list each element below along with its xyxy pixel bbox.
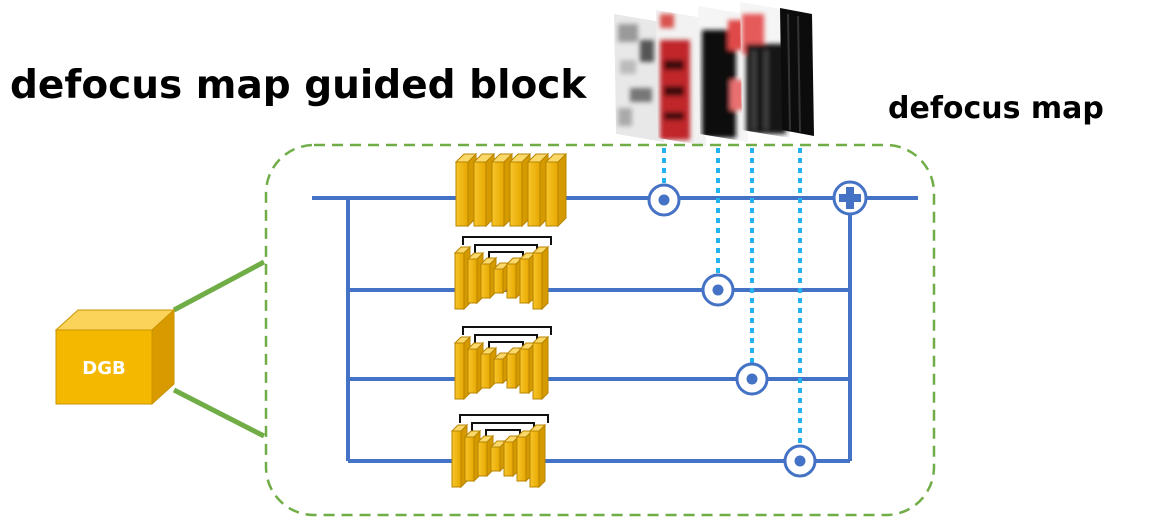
multiply-operator	[735, 362, 769, 396]
connector-line-top	[172, 259, 266, 313]
dgb-label: DGB	[82, 358, 125, 379]
signal-lines	[312, 196, 918, 463]
guidance-lines	[662, 148, 802, 447]
connector-line-bottom	[172, 387, 266, 439]
skip-connection	[459, 414, 549, 423]
multiply-operator	[701, 273, 735, 307]
encoder-decoder-block	[453, 326, 552, 401]
skip-connection	[488, 341, 524, 348]
diagram-title: defocus map guided block	[10, 63, 587, 108]
conv-layer	[528, 423, 547, 489]
defocus-map-slice	[780, 8, 814, 136]
multiply-operator	[647, 183, 681, 217]
defocus-map-stack	[614, 2, 814, 146]
conv-layer	[472, 152, 496, 228]
conv-layer	[508, 152, 532, 228]
conv-layer	[531, 245, 550, 311]
encoder-decoder-block	[453, 236, 552, 311]
conv-layer	[544, 152, 568, 228]
skip-connection	[462, 326, 552, 335]
skip-connection	[462, 236, 552, 245]
dgb-cube: DGB	[54, 308, 176, 406]
defocus-map-slice	[740, 2, 790, 138]
defocus-map-slice	[656, 10, 706, 146]
defocus-map-slice	[698, 6, 748, 142]
skip-connection	[488, 251, 524, 258]
conv-layer	[454, 152, 478, 228]
conv-layer	[531, 335, 550, 401]
encoder-decoder-block	[450, 414, 549, 489]
defocus-map-label: defocus map	[888, 91, 1104, 126]
dgb-detail-container	[264, 143, 936, 517]
add-operator	[832, 180, 868, 216]
conv-layer	[490, 152, 514, 228]
defocus-map-slice	[614, 14, 664, 142]
conv-block-top	[454, 152, 568, 228]
multiply-operator	[783, 444, 817, 478]
skip-connection	[485, 429, 521, 436]
conv-layer	[526, 152, 550, 228]
